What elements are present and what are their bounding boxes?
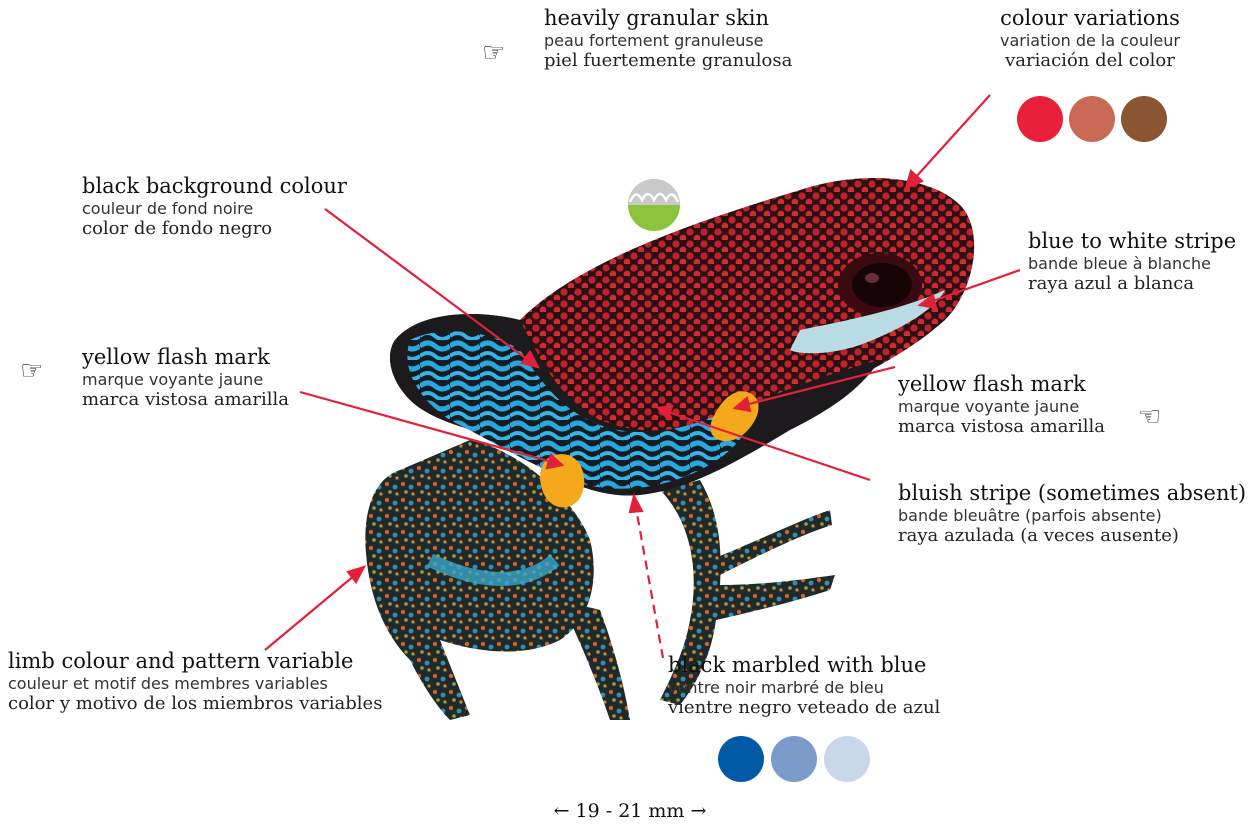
label-limb-colour: limb colour and pattern variable couleur…: [8, 649, 382, 715]
label-fr: ventre noir marbré de bleu: [668, 678, 940, 697]
label-en: limb colour and pattern variable: [8, 649, 382, 674]
ventral-colour-swatch: [718, 736, 764, 782]
dorsal-colour-swatch: [1069, 96, 1115, 142]
label-en: yellow flash mark: [898, 372, 1105, 397]
label-flash-mark-right: yellow flash mark marque voyante jaune m…: [898, 372, 1105, 438]
label-fr: couleur et motif des membres variables: [8, 674, 382, 693]
label-flash-mark-left: yellow flash mark marque voyante jaune m…: [82, 345, 289, 411]
label-es: marca vistosa amarilla: [898, 416, 1105, 438]
ventral-colour-swatch: [824, 736, 870, 782]
label-fr: peau fortement granuleuse: [544, 31, 792, 50]
label-fr: marque voyante jaune: [898, 397, 1105, 416]
label-en: yellow flash mark: [82, 345, 289, 370]
label-en: black background colour: [82, 174, 347, 199]
label-fr: bande bleue à blanche: [1028, 254, 1236, 273]
skin-texture-icon: [628, 179, 680, 231]
label-fr: marque voyante jaune: [82, 370, 289, 389]
ventral-colour-swatch: [771, 736, 817, 782]
label-es: variación del color: [960, 50, 1220, 72]
pointing-hand-icon: ☞: [482, 38, 505, 68]
pointing-hand-icon: ☞: [20, 356, 43, 386]
label-en: bluish stripe (sometimes absent): [898, 481, 1246, 506]
label-en: black marbled with blue: [668, 653, 940, 678]
label-fr: couleur de fond noire: [82, 199, 347, 218]
label-belly: black marbled with blue ventre noir marb…: [668, 653, 940, 719]
size-scale: ← 19 - 21 mm →: [540, 800, 720, 822]
label-es: raya azul a blanca: [1028, 273, 1236, 295]
label-fr: variation de la couleur: [960, 31, 1220, 50]
label-background-colour: black background colour couleur de fond …: [82, 174, 347, 240]
label-es: piel fuertemente granulosa: [544, 50, 792, 72]
dorsal-colour-swatch: [1017, 96, 1063, 142]
label-es: color de fondo negro: [82, 218, 347, 240]
pointing-hand-icon: ☞: [1138, 402, 1161, 432]
label-en: heavily granular skin: [544, 6, 792, 31]
label-es: color y motivo de los miembros variables: [8, 693, 382, 715]
label-en: colour variations: [960, 6, 1220, 31]
label-granular-skin: heavily granular skin peau fortement gra…: [544, 6, 792, 72]
label-blue-white-stripe: blue to white stripe bande bleue à blanc…: [1028, 229, 1236, 295]
label-colour-variations: colour variations variation de la couleu…: [960, 6, 1220, 72]
label-es: marca vistosa amarilla: [82, 389, 289, 411]
label-es: raya azulada (a veces ausente): [898, 525, 1246, 547]
label-es: vientre negro veteado de azul: [668, 697, 940, 719]
label-bluish-stripe: bluish stripe (sometimes absent) bande b…: [898, 481, 1246, 547]
label-fr: bande bleuâtre (parfois absente): [898, 506, 1246, 525]
label-en: blue to white stripe: [1028, 229, 1236, 254]
dorsal-colour-swatch: [1121, 96, 1167, 142]
